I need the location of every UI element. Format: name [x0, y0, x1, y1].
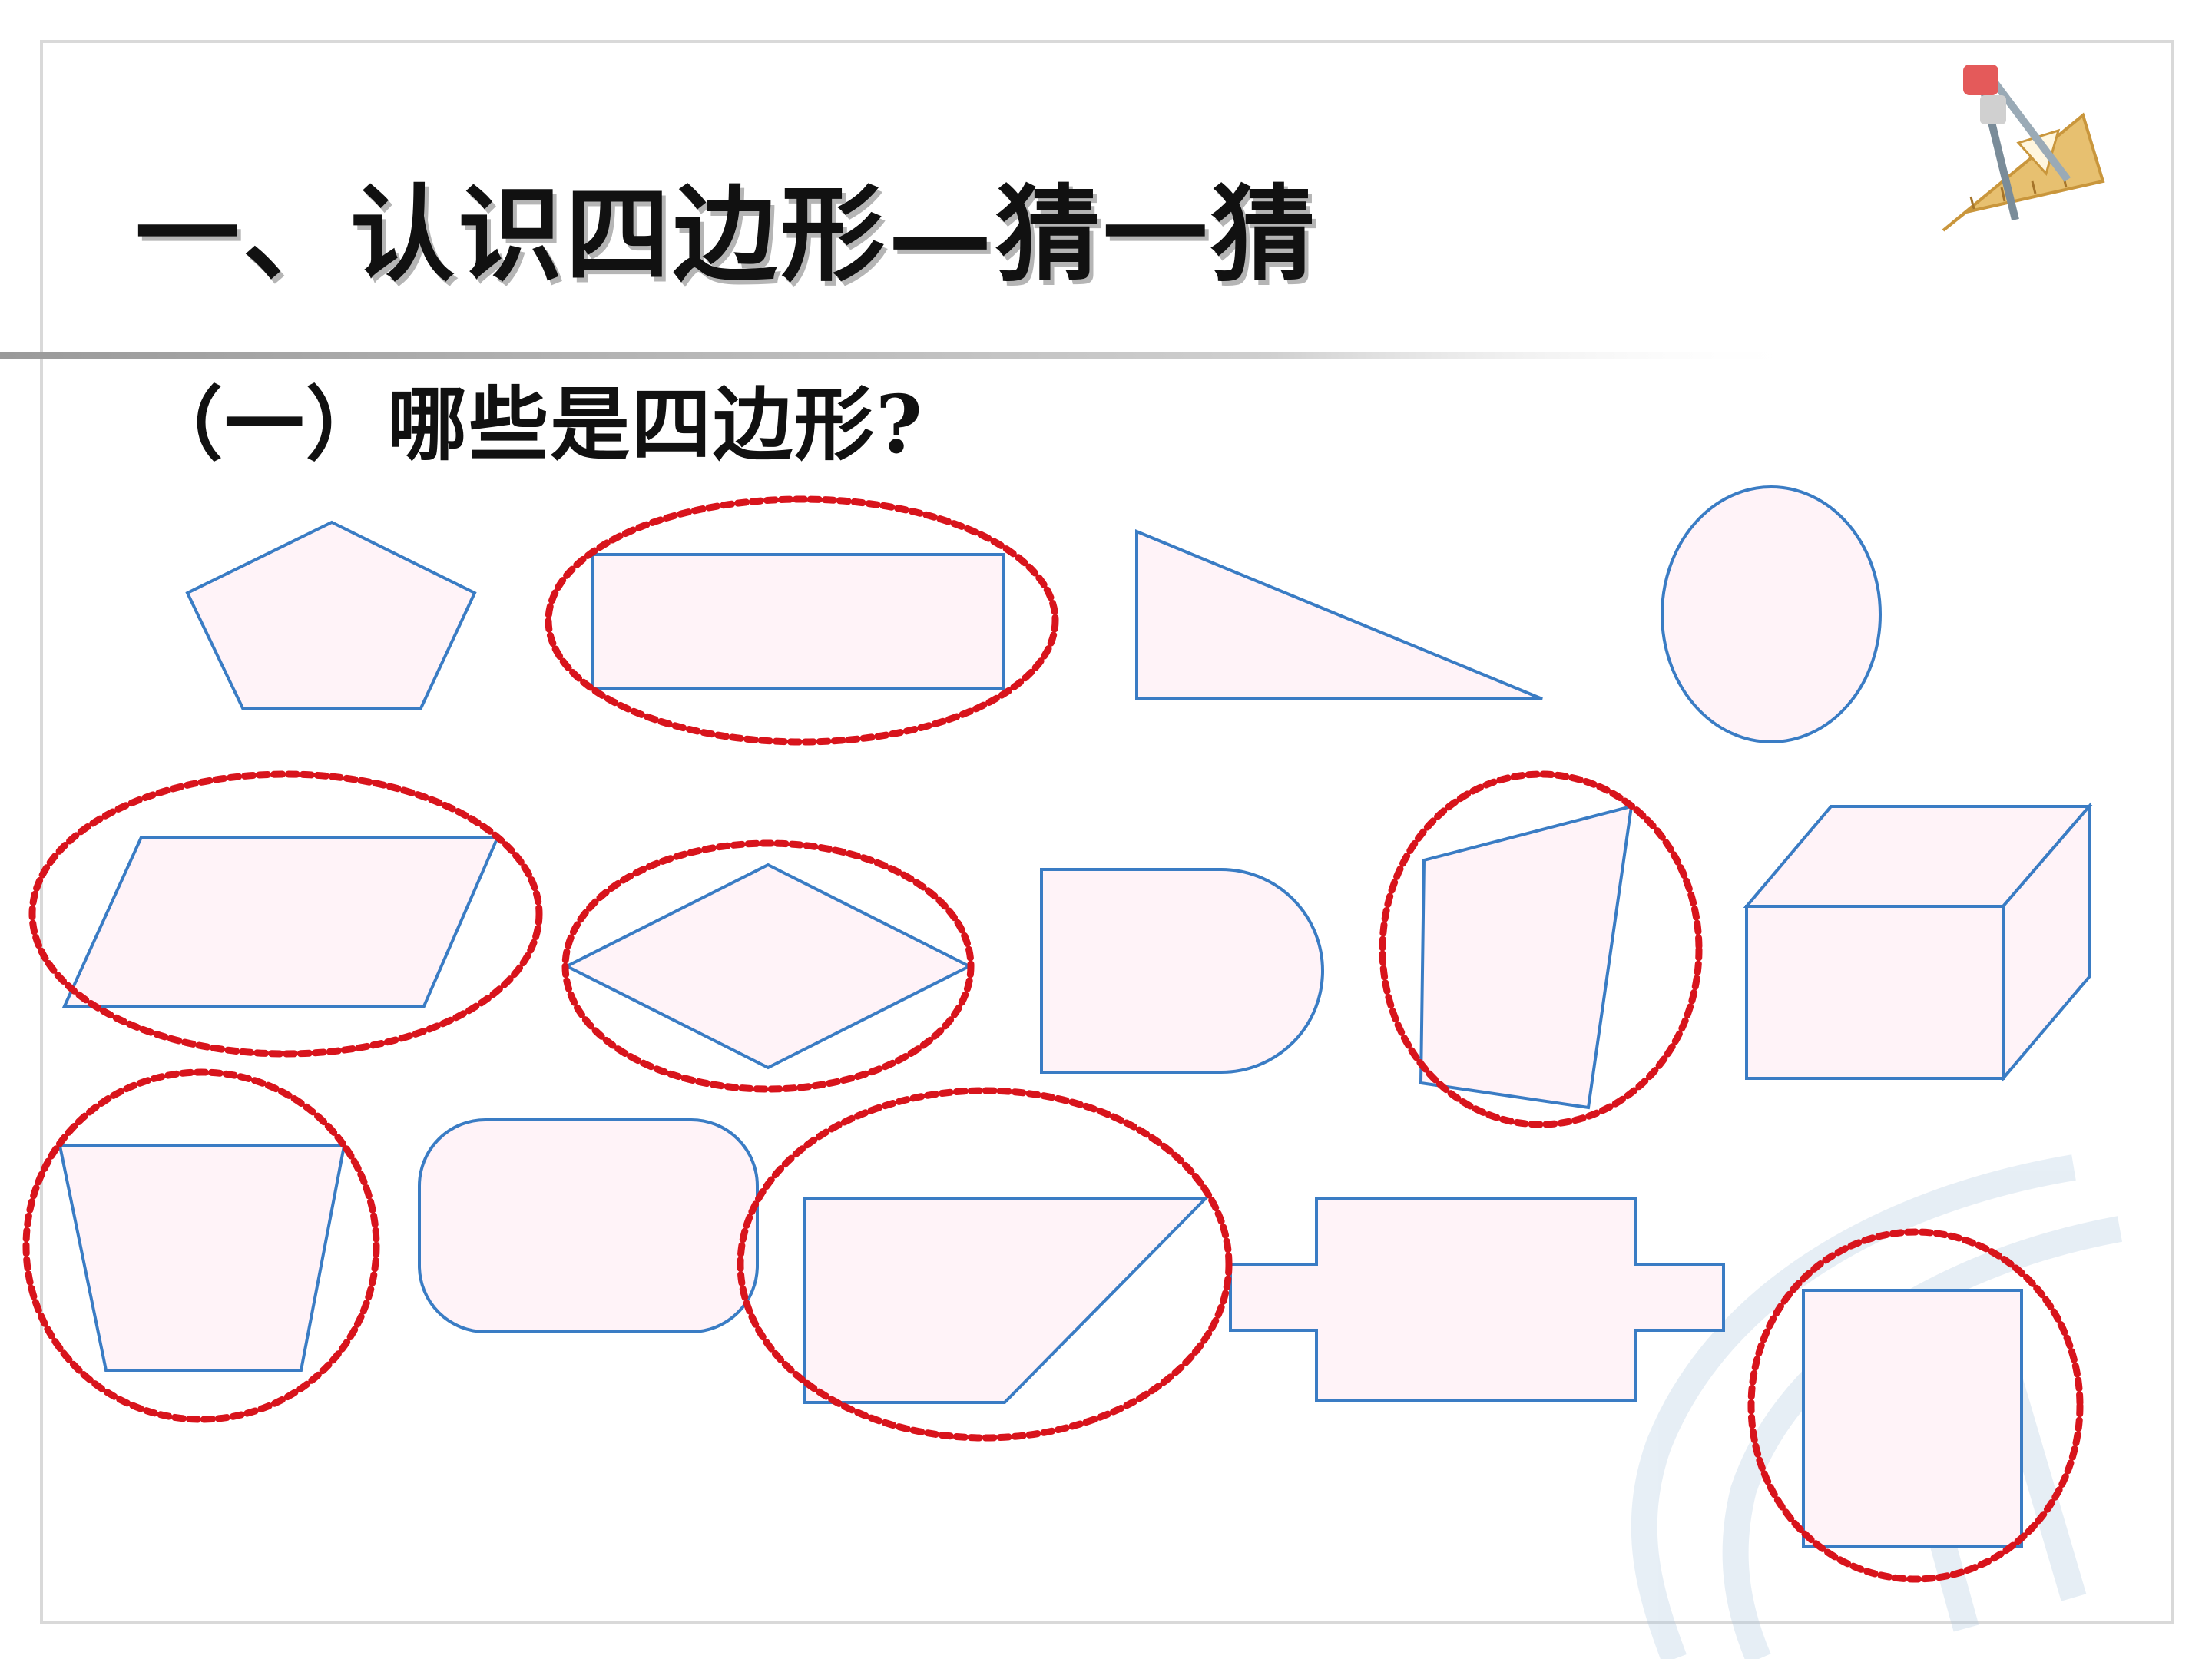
- ellipse-shape: [1661, 485, 1882, 743]
- header-divider: [0, 352, 1813, 359]
- parallelogram-shape: [61, 836, 501, 1008]
- cross-shape: [1229, 1197, 1725, 1402]
- cuboid-front-face: [1745, 905, 2005, 1080]
- right-trapezoid-circle-mark: [737, 1087, 1233, 1442]
- right-trapezoid-shape: [803, 1197, 1210, 1404]
- trapezoid-circle-mark: [22, 1068, 380, 1423]
- question-heading: （一）哪些是四边形?: [143, 377, 924, 472]
- rectangle-circle-mark: [545, 495, 1059, 746]
- right-triangle-shape: [1135, 529, 1543, 700]
- irregular-quadrilateral-circle-mark: [1379, 770, 1703, 1128]
- square-circle-mark: [1747, 1228, 2084, 1583]
- page-title: 一、认识四边形—猜一猜: [135, 174, 1318, 296]
- rectangle-shape: [591, 553, 1005, 690]
- rhombus-circle-mark: [561, 839, 975, 1093]
- rhombus-shape: [563, 863, 973, 1070]
- parallelogram-circle-mark: [28, 770, 543, 1058]
- compass-ruler-icon: [1942, 65, 2105, 232]
- pentagon-shape: [185, 520, 477, 710]
- trapezoid-shape: [58, 1144, 346, 1372]
- d-shape: [1040, 868, 1324, 1074]
- square-shape: [1802, 1289, 2023, 1548]
- slide-frame: [40, 40, 2174, 1624]
- rounded-rectangle-shape: [418, 1118, 759, 1333]
- irregular-quadrilateral-shape: [1419, 804, 1634, 1110]
